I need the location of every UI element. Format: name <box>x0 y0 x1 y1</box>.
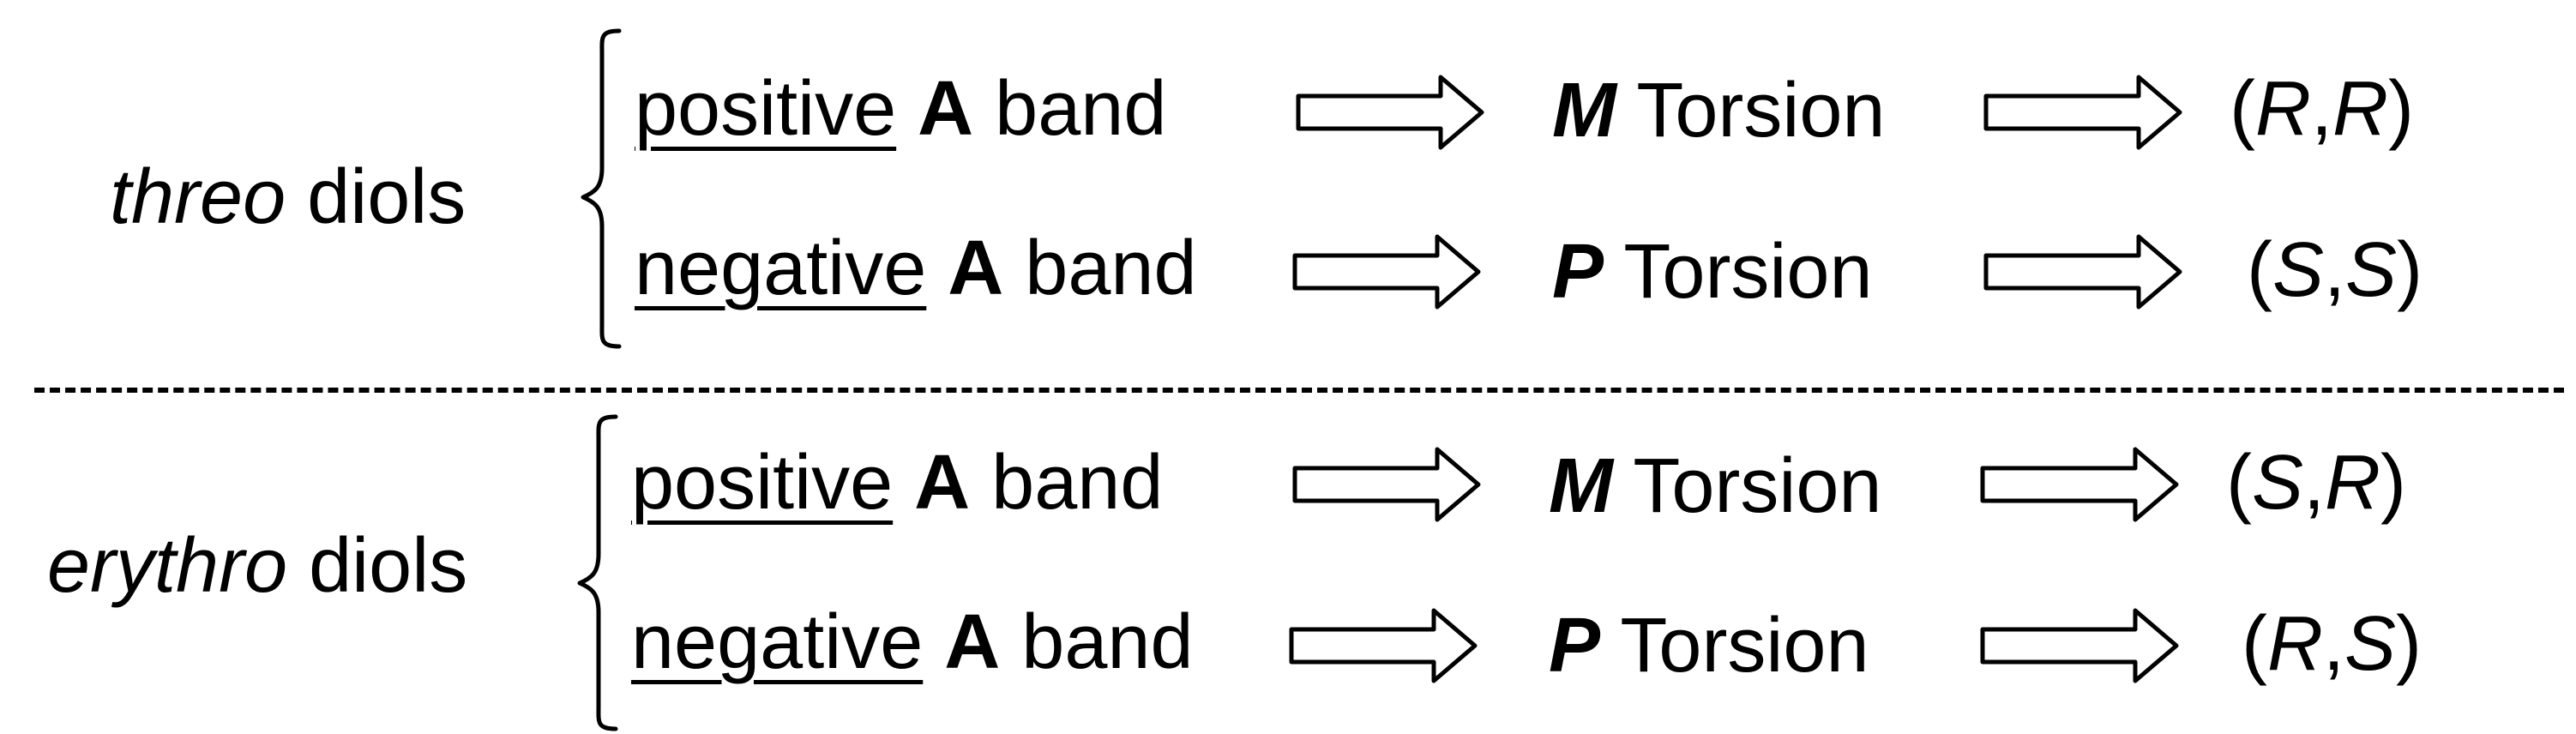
band-phrase-positive: positive A band <box>635 70 1166 147</box>
config-second: R <box>2332 66 2388 152</box>
torsion-letter: P <box>1549 603 1601 689</box>
band-sign: negative <box>631 599 924 685</box>
double-line-right-arrow-icon <box>1980 447 2179 522</box>
config-paren-open: ( <box>2247 227 2272 313</box>
double-line-right-arrow-icon <box>1289 608 1478 683</box>
torsion-phrase-m: M Torsion <box>1549 448 1882 525</box>
band-sign: positive <box>631 440 894 526</box>
band-phrase-negative: negative A band <box>635 230 1197 307</box>
config-first: S <box>2272 227 2325 313</box>
torsion-word: Torsion <box>1612 443 1882 529</box>
double-line-right-arrow-icon <box>1296 75 1484 150</box>
double-line-right-arrow-icon <box>1980 608 2179 683</box>
band-sign: negative <box>635 226 927 311</box>
configuration-sr: (S,R) <box>2226 444 2406 521</box>
torsion-phrase-p: P Torsion <box>1549 607 1869 684</box>
double-line-right-arrow-icon <box>1983 75 2182 150</box>
torsion-word: Torsion <box>1604 229 1873 315</box>
band-letter: A <box>944 599 1001 685</box>
torsion-letter: P <box>1552 229 1604 315</box>
left-curly-brace-icon <box>577 414 618 731</box>
double-line-right-arrow-icon <box>1292 234 1481 310</box>
band-phrase-positive: positive A band <box>631 444 1163 521</box>
torsion-phrase-m: M Torsion <box>1552 72 1886 149</box>
config-paren-close: ) <box>2380 440 2407 526</box>
band-word: band <box>973 66 1167 152</box>
config-first: R <box>2254 66 2311 152</box>
configuration-ss: (S,S) <box>2247 232 2423 309</box>
left-curly-brace-icon <box>581 28 622 349</box>
band-letter: A <box>948 226 1004 311</box>
band-word: band <box>1000 599 1194 685</box>
config-second: S <box>2345 227 2398 313</box>
config-first: R <box>2266 601 2323 687</box>
band-word: band <box>1003 226 1197 311</box>
config-paren-open: ( <box>2230 66 2255 152</box>
group-divider <box>34 388 2564 393</box>
config-comma: , <box>2310 66 2332 152</box>
configuration-rr: (R,R) <box>2230 70 2414 147</box>
group-label-rest: diols <box>286 154 466 240</box>
config-first: S <box>2251 440 2304 526</box>
torsion-letter: M <box>1552 68 1616 153</box>
config-paren-open: ( <box>2242 601 2267 687</box>
band-letter: A <box>918 66 974 152</box>
torsion-letter: M <box>1549 443 1613 529</box>
group-label-rest: diols <box>287 523 468 609</box>
config-paren-close: ) <box>2397 227 2423 313</box>
config-second: S <box>2344 601 2397 687</box>
configuration-rs: (R,S) <box>2242 605 2422 683</box>
band-word: band <box>970 440 1164 526</box>
torsion-word: Torsion <box>1616 68 1886 153</box>
config-paren-open: ( <box>2226 440 2252 526</box>
config-comma: , <box>2303 440 2326 526</box>
group-label-threo: threo diols <box>110 159 466 236</box>
config-second: R <box>2325 440 2381 526</box>
config-comma: , <box>2324 227 2346 313</box>
config-comma: , <box>2322 601 2344 687</box>
group-label-italic: threo <box>110 154 286 240</box>
double-line-right-arrow-icon <box>1292 447 1481 522</box>
band-phrase-negative: negative A band <box>631 604 1194 681</box>
config-paren-close: ) <box>2396 601 2423 687</box>
config-paren-close: ) <box>2388 66 2414 152</box>
torsion-word: Torsion <box>1600 603 1869 689</box>
group-label-italic: erythro <box>47 523 288 609</box>
band-sign: positive <box>635 66 897 152</box>
band-letter: A <box>914 440 971 526</box>
group-label-erythro: erythro diols <box>47 527 467 605</box>
torsion-phrase-p: P Torsion <box>1552 233 1873 310</box>
double-line-right-arrow-icon <box>1983 234 2182 310</box>
